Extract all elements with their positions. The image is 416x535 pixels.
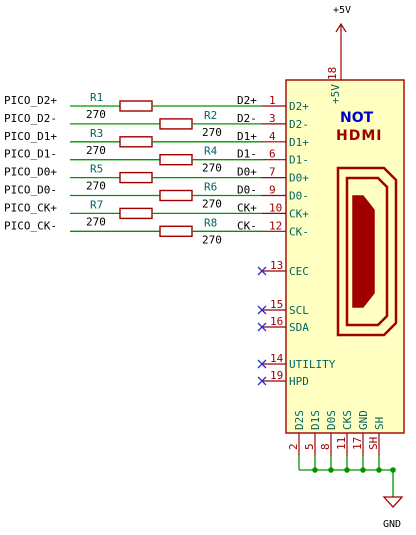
resistor [159, 118, 193, 130]
pin-name: D2+ [289, 100, 309, 113]
net-label-left: PICO_D1- [4, 148, 57, 161]
pin-number: 15 [270, 298, 283, 311]
pin-number: 2 [287, 443, 300, 450]
nc-pins: 13 CEC 15 SCL 16 SDA 14 UTILITY 19 HPD [257, 259, 336, 388]
pin-name: SDA [289, 321, 309, 334]
pin-name: UTILITY [289, 358, 336, 371]
resistor-value: 270 [202, 233, 222, 246]
resistor-ref: R6 [204, 181, 217, 194]
pin-number: 1 [269, 94, 276, 107]
pin-name: D0+ [289, 172, 309, 185]
net-label-left: PICO_CK- [4, 219, 57, 232]
net-label-right: CK- [237, 219, 257, 232]
pin-name: CK- [289, 225, 309, 238]
resistor-ref: R8 [204, 216, 217, 229]
resistor-value: 270 [86, 180, 106, 193]
no-connect-mark [257, 376, 267, 386]
pin-name: SCL [289, 304, 309, 317]
pin-number: 13 [270, 259, 283, 272]
resistor-value: 270 [86, 215, 106, 228]
no-connect-mark [257, 359, 267, 369]
gnd-label: GND [383, 519, 401, 530]
resistor [159, 153, 193, 166]
vcc-pin-name: +5V [329, 84, 342, 104]
pin-number: 19 [270, 369, 283, 382]
vcc-label: +5V [333, 5, 351, 16]
resistor [119, 171, 153, 184]
no-connect-mark [257, 305, 267, 315]
net-label-right: D2+ [237, 94, 257, 107]
net-label-left: PICO_CK+ [4, 201, 57, 214]
pin-number: 6 [269, 148, 276, 161]
net-label-left: PICO_D0- [4, 184, 57, 197]
pin-name: D1S [309, 410, 322, 430]
resistor-value: 270 [202, 126, 222, 139]
pin-name: CEC [289, 265, 309, 278]
pin-number: 3 [269, 112, 276, 125]
pin-number: 16 [270, 315, 283, 328]
resistor-value: 270 [202, 198, 222, 211]
pin-number: 5 [303, 443, 316, 450]
net-label-right: D2- [237, 112, 257, 125]
pin-number: 9 [269, 184, 276, 197]
resistor-ref: R3 [90, 127, 103, 140]
pin-name: D0S [325, 410, 338, 430]
no-connect-mark [257, 322, 267, 332]
pin-number: 8 [319, 443, 332, 450]
net-label-left: PICO_D2+ [4, 94, 57, 107]
net-label-right: D1+ [237, 130, 257, 143]
net-label-right: D0- [237, 184, 257, 197]
resistor-ref: R2 [204, 109, 217, 122]
connector-body [285, 79, 405, 434]
net-label-right: D0+ [237, 166, 257, 179]
pin-number: SH [367, 437, 380, 450]
pin-name: D1- [289, 154, 309, 167]
pin-name: D2- [289, 118, 309, 131]
pin-name: GND [357, 410, 370, 430]
vcc-pin-number: 18 [326, 67, 339, 80]
resistor-ref: R4 [204, 145, 218, 158]
resistor [119, 207, 153, 220]
net-label-right: D1- [237, 148, 257, 161]
pin-name: CK+ [289, 207, 309, 220]
pin-number: 17 [351, 437, 364, 450]
resistor-ref: R7 [90, 198, 103, 211]
pin-number: 11 [335, 437, 348, 450]
net-label-right: CK+ [237, 201, 257, 214]
net-label-left: PICO_D2- [4, 112, 57, 125]
vcc-symbol: +5V 18 [326, 5, 351, 80]
net-label-left: PICO_D1+ [4, 130, 57, 143]
resistor-value: 270 [86, 108, 106, 121]
resistor [119, 100, 153, 112]
net-label-left: PICO_D0+ [4, 166, 57, 179]
pin-name: SH [373, 417, 386, 430]
no-connect-mark [257, 266, 267, 276]
pin-name: D2S [293, 410, 306, 430]
gnd-symbol: GND [382, 470, 404, 530]
pin-number: 4 [269, 130, 276, 143]
resistor-ref: R5 [90, 163, 103, 176]
resistor-value: 270 [202, 162, 222, 175]
hdmi-port-icon [336, 166, 398, 337]
pin-number: 12 [269, 219, 282, 232]
pin-name: CKS [341, 410, 354, 430]
resistor [159, 189, 193, 202]
pin-name: HPD [289, 375, 309, 388]
gnd-triangle [382, 496, 404, 508]
pin-number: 10 [269, 201, 282, 214]
resistor-value: 270 [86, 144, 106, 157]
resistor-ref: R1 [90, 91, 103, 104]
logo-not: NOT [340, 110, 374, 126]
resistor [119, 136, 153, 148]
pin-name: D1+ [289, 136, 309, 149]
pin-number: 14 [270, 352, 284, 365]
pin-name: D0- [289, 190, 309, 203]
pin-number: 7 [269, 166, 276, 179]
logo-hdmi: HDMI [336, 128, 382, 144]
resistor [159, 225, 193, 238]
